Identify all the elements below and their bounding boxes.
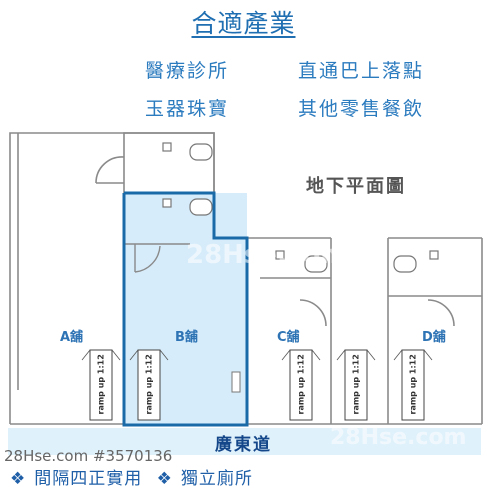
toilet-icon bbox=[189, 143, 213, 161]
toilet-icon bbox=[304, 255, 328, 273]
shop-d-label: D舖 bbox=[422, 330, 446, 345]
shop-b-border bbox=[122, 191, 249, 427]
suitable-use-medical-clinic: 醫療診所 bbox=[145, 60, 230, 82]
watermark: 28Hse.com bbox=[186, 240, 348, 270]
bullet-icon: ❖ bbox=[10, 469, 27, 489]
suitable-use-retail-dining: 其他零售餐飲 bbox=[298, 98, 425, 120]
door-swing-upper bbox=[95, 156, 125, 184]
shop-b-label: B舖 bbox=[175, 330, 198, 345]
sink-icon bbox=[162, 142, 172, 152]
shop-c-label: C舖 bbox=[277, 330, 300, 345]
feature-item: 間隔四正實用 bbox=[34, 469, 143, 489]
sink-icon bbox=[429, 250, 439, 260]
ramp-c-label: ramp up 1:12 bbox=[296, 354, 306, 415]
door-swing-b bbox=[134, 245, 161, 273]
ramp-b-label: ramp up 1:12 bbox=[144, 354, 154, 415]
feature-list: ❖ 間隔四正實用 ❖ 獨立廁所 bbox=[10, 464, 261, 489]
watermark-road: 28Hse.com bbox=[330, 425, 467, 450]
ramp-d-label: ramp up 1:12 bbox=[408, 354, 418, 415]
ramp-d bbox=[401, 349, 425, 421]
ramp-c2 bbox=[344, 349, 368, 421]
feature-item: 獨立廁所 bbox=[180, 469, 253, 489]
display-stand bbox=[231, 371, 241, 393]
listing-id: 28Hse.com #3570136 bbox=[4, 447, 173, 465]
ramp-a-label: ramp up 1:12 bbox=[96, 354, 106, 415]
plan-label: 地下平面圖 bbox=[306, 176, 406, 197]
washroom-upper bbox=[123, 132, 215, 194]
ramp-c bbox=[289, 349, 313, 421]
page-title: 合適產業 bbox=[191, 9, 296, 38]
road-band bbox=[8, 428, 481, 455]
road-label: 廣東道 bbox=[215, 435, 272, 455]
sink-icon bbox=[162, 198, 172, 208]
bullet-icon: ❖ bbox=[156, 469, 173, 489]
toilet-icon bbox=[189, 198, 213, 216]
ramp-a bbox=[89, 349, 113, 421]
suitable-use-bus-stop: 直通巴上落點 bbox=[298, 60, 425, 82]
ramp-c2-label: ramp up 1:12 bbox=[351, 354, 361, 415]
toilet-icon bbox=[393, 255, 417, 273]
sink-icon bbox=[275, 250, 285, 260]
suitable-use-jewellery: 玉器珠寶 bbox=[145, 98, 230, 120]
shop-a-label: A舖 bbox=[60, 330, 84, 345]
ramp-b bbox=[137, 349, 161, 421]
